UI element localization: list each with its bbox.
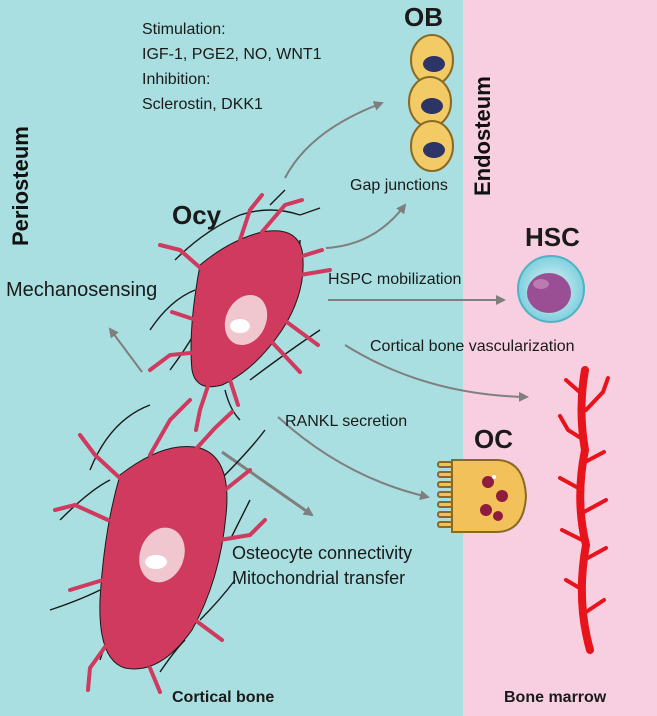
connectivity-label: Osteocyte connectivity <box>232 543 413 563</box>
inhibition-factors: Sclerostin, DKK1 <box>142 96 263 113</box>
hsc-label: HSC <box>525 222 580 252</box>
ocy-label: Ocy <box>172 200 222 230</box>
endosteum-label: Endosteum <box>470 76 495 196</box>
osteoclast-cell <box>437 459 528 533</box>
osteoblast-stack <box>408 34 454 172</box>
periosteum-label: Periosteum <box>8 126 33 246</box>
osteocyte-lower <box>49 398 267 694</box>
hsc-cell <box>517 255 585 323</box>
gap-junctions-label: Gap junctions <box>350 177 448 194</box>
cortical-bone-label: Cortical bone <box>172 689 275 706</box>
osteocyte-upper <box>148 189 332 432</box>
vascularization-label: Cortical bone vascularization <box>370 338 575 355</box>
arrow-vascularization <box>344 344 529 402</box>
arrow-to-gap-junctions <box>325 203 407 249</box>
arrow-to-ob-upper <box>284 101 384 179</box>
hspc-mobilization-label: HSPC mobilization <box>328 271 462 288</box>
inhibition-title: Inhibition: <box>142 71 211 88</box>
blood-vessel <box>558 366 610 654</box>
osteoblast-cell <box>408 76 452 128</box>
osteoblast-cell <box>410 34 454 86</box>
ob-label: OB <box>404 2 443 32</box>
stimulation-title: Stimulation: <box>142 21 226 38</box>
arrow-rankl <box>277 416 430 501</box>
arrow-mechanosensing <box>108 327 143 373</box>
oc-label: OC <box>474 424 513 454</box>
osteoblast-cell <box>410 120 454 172</box>
rankl-label: RANKL secretion <box>285 413 408 430</box>
mechanosensing-label: Mechanosensing <box>6 279 158 301</box>
bone-marrow-label: Bone marrow <box>504 689 607 706</box>
stimulation-factors: IGF-1, PGE2, NO, WNT1 <box>142 46 322 63</box>
mitochondrial-transfer-label: Mitochondrial transfer <box>232 568 406 588</box>
bone-marrow-region <box>463 0 657 716</box>
